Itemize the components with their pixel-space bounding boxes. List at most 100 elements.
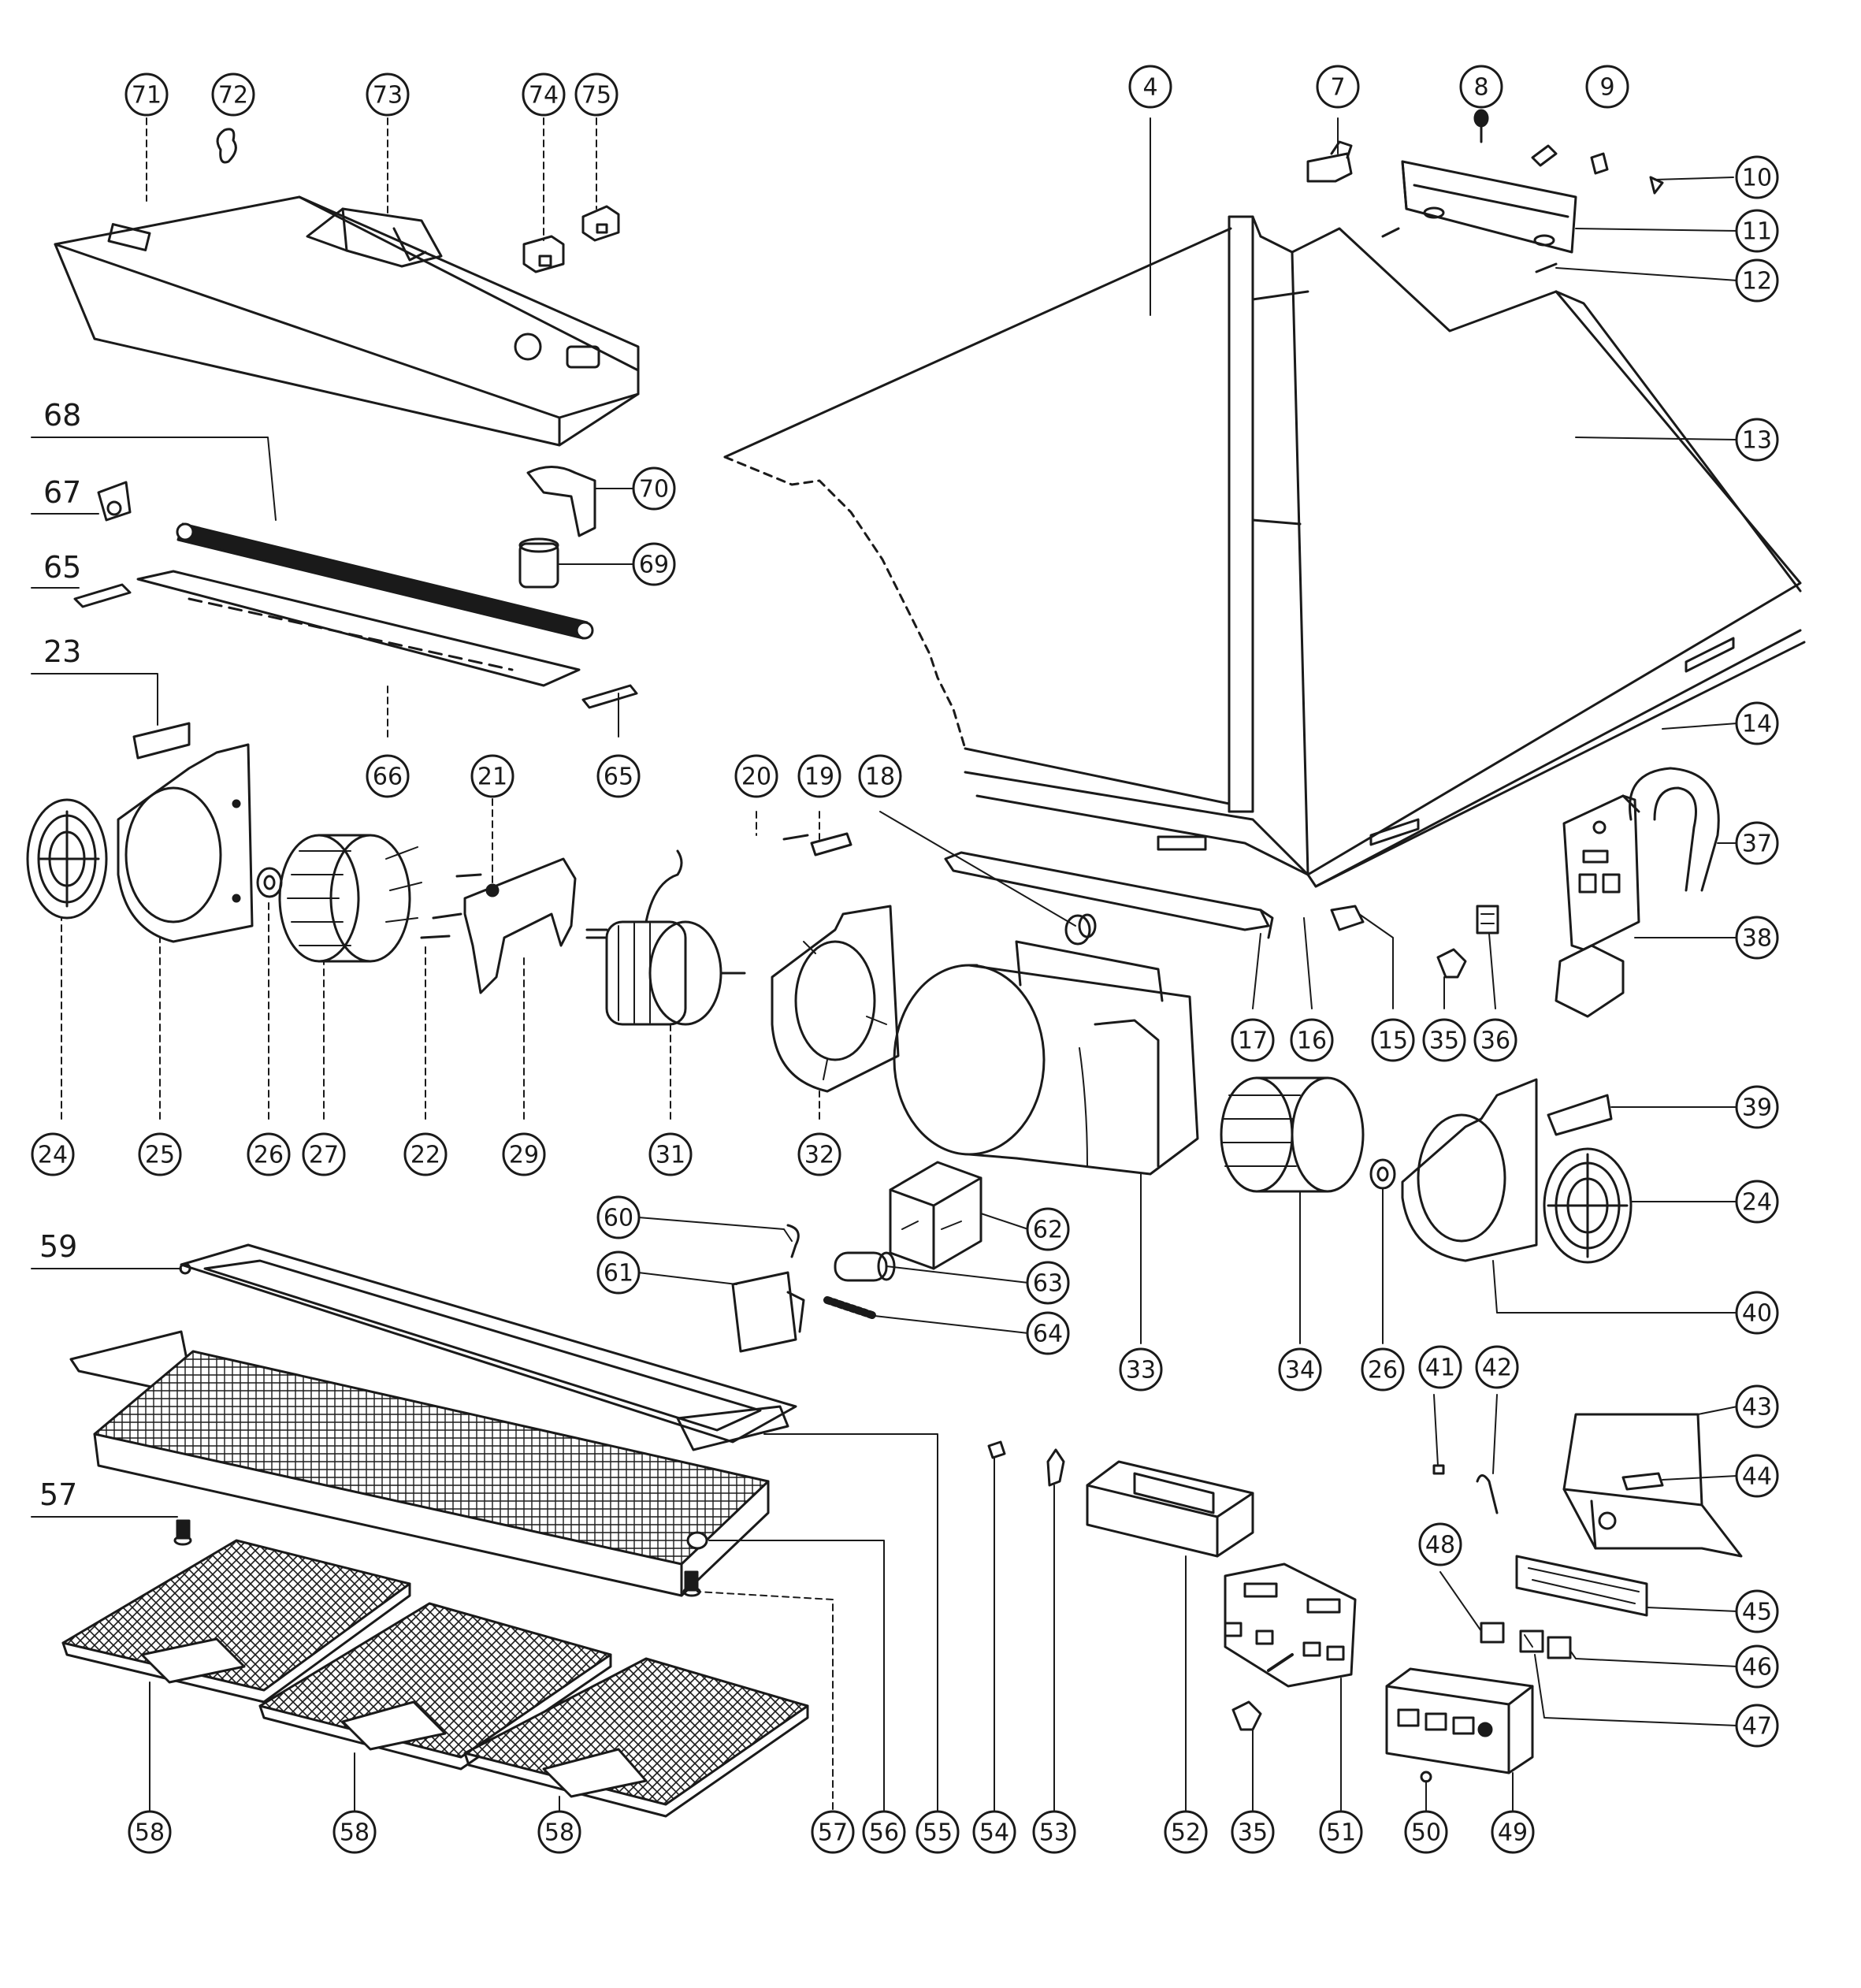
- part-number-23: 23: [43, 634, 81, 669]
- part-number-48: 48: [1425, 1532, 1455, 1559]
- part-number-15: 15: [1378, 1027, 1408, 1055]
- part-number-32: 32: [804, 1142, 834, 1169]
- part-number-34: 34: [1285, 1357, 1315, 1384]
- part-number-21: 21: [477, 764, 507, 791]
- part-number-55: 55: [923, 1819, 953, 1847]
- junction-box-drawing: [1555, 767, 1720, 1018]
- part-number-51: 51: [1326, 1819, 1356, 1847]
- part-number-68: 68: [43, 398, 81, 433]
- part-number-72: 72: [218, 82, 248, 110]
- ballast-drawing: [306, 207, 443, 268]
- bushing-26-right-drawing: [1369, 1158, 1396, 1190]
- part-number-22: 22: [410, 1142, 440, 1169]
- part-number-43: 43: [1742, 1394, 1772, 1421]
- part-number-20: 20: [741, 764, 771, 791]
- buttons-drawing: [1480, 1622, 1572, 1659]
- light-cover-drawing: [54, 195, 640, 447]
- part-number-73: 73: [373, 82, 403, 110]
- knobs-57-drawing: [173, 1519, 701, 1597]
- charcoal-filter-56-drawing: [93, 1350, 770, 1597]
- tube-drawing: [176, 522, 594, 640]
- part-number-26-left: 26: [254, 1142, 284, 1169]
- hood-canopy-drawing: [723, 215, 1806, 888]
- part-number-14: 14: [1742, 711, 1772, 738]
- part-number-45: 45: [1742, 1599, 1772, 1626]
- part-number-60: 60: [604, 1205, 633, 1232]
- motor-31-drawing: [585, 849, 746, 1026]
- part-number-58-left: 58: [135, 1819, 165, 1847]
- fan-wheel-34-drawing: [1220, 1076, 1365, 1193]
- part-number-56: 56: [869, 1819, 899, 1847]
- part-number-10: 10: [1742, 165, 1772, 192]
- part-number-53: 53: [1039, 1819, 1069, 1847]
- part-number-66: 66: [373, 764, 403, 791]
- small-parts-18-20-drawing: [782, 832, 1097, 946]
- part-number-75: 75: [581, 82, 611, 110]
- fan-wheel-27-drawing: [278, 834, 422, 963]
- part-number-47: 47: [1742, 1713, 1772, 1741]
- grease-filters-drawing: [61, 1539, 809, 1818]
- part-number-31: 31: [656, 1142, 685, 1169]
- callout-numbers: 71 72 73 74 75 4 7 8 9 10 11 12 13 14 70…: [38, 74, 1772, 1847]
- part-number-26-right: 26: [1368, 1357, 1398, 1384]
- part-number-7: 7: [1330, 74, 1345, 102]
- housing-plate-32-drawing: [771, 905, 900, 1093]
- part-number-69: 69: [639, 552, 669, 579]
- part-number-17: 17: [1238, 1027, 1268, 1055]
- part-number-38: 38: [1742, 925, 1772, 953]
- part-number-50: 50: [1411, 1819, 1441, 1847]
- part-number-19: 19: [804, 764, 834, 791]
- parts-35-36-drawing: [1436, 905, 1499, 979]
- part-number-27: 27: [309, 1142, 339, 1169]
- part-number-54: 54: [979, 1819, 1009, 1847]
- part-number-65-left: 65: [43, 550, 81, 585]
- part-number-24-right: 24: [1742, 1189, 1772, 1217]
- part-number-64: 64: [1033, 1321, 1063, 1348]
- duct-43-drawing: [1515, 1413, 1743, 1617]
- part-number-57-left: 57: [39, 1477, 77, 1512]
- part-number-25: 25: [145, 1142, 175, 1169]
- part-number-24-left: 24: [38, 1142, 68, 1169]
- part-number-71: 71: [132, 82, 162, 110]
- part-number-12: 12: [1742, 268, 1772, 295]
- part-number-44: 44: [1742, 1463, 1772, 1491]
- part-number-4: 4: [1142, 74, 1157, 102]
- plain-labels: 68 67 65 23 59 57: [39, 398, 81, 1512]
- part-number-63: 63: [1033, 1270, 1063, 1298]
- part-number-41: 41: [1425, 1354, 1455, 1382]
- part-number-59: 59: [39, 1229, 77, 1264]
- bushing-26-left-drawing: [256, 867, 283, 898]
- clip-67-drawing: [97, 481, 132, 522]
- grille-24-left-drawing: [26, 798, 108, 920]
- part-number-74: 74: [529, 82, 559, 110]
- part-number-62: 62: [1033, 1217, 1063, 1244]
- control-panel-49-drawing: [1385, 1667, 1534, 1783]
- blower-housing-33-drawing: [893, 940, 1199, 1176]
- top-fasteners-drawing: [1306, 109, 1664, 273]
- part-number-67: 67: [43, 475, 81, 510]
- part-number-58-right: 58: [544, 1819, 574, 1847]
- part-number-57-bottom: 57: [818, 1819, 848, 1847]
- clip-72-drawing: [216, 128, 237, 164]
- leader-lines: [31, 116, 1738, 1821]
- part-number-52: 52: [1171, 1819, 1201, 1847]
- part-number-36: 36: [1480, 1027, 1510, 1055]
- part-number-33: 33: [1126, 1357, 1156, 1384]
- callout-circles: [31, 65, 1779, 1854]
- part-number-35-lower: 35: [1238, 1819, 1268, 1847]
- rail-17-drawing: [944, 851, 1365, 939]
- part-number-35-upper: 35: [1429, 1027, 1459, 1055]
- control-housing-52-drawing: [1086, 1460, 1254, 1558]
- part-number-61: 61: [604, 1260, 633, 1288]
- part-number-8: 8: [1473, 74, 1488, 102]
- part-number-18: 18: [865, 764, 895, 791]
- circuit-board-51-drawing: [1224, 1563, 1357, 1688]
- part-number-11: 11: [1742, 218, 1772, 246]
- part-number-37: 37: [1742, 831, 1772, 858]
- clips-65-drawing: [73, 583, 638, 709]
- part-number-40: 40: [1742, 1300, 1772, 1328]
- part-number-46: 46: [1742, 1654, 1772, 1681]
- part-number-13: 13: [1742, 427, 1772, 455]
